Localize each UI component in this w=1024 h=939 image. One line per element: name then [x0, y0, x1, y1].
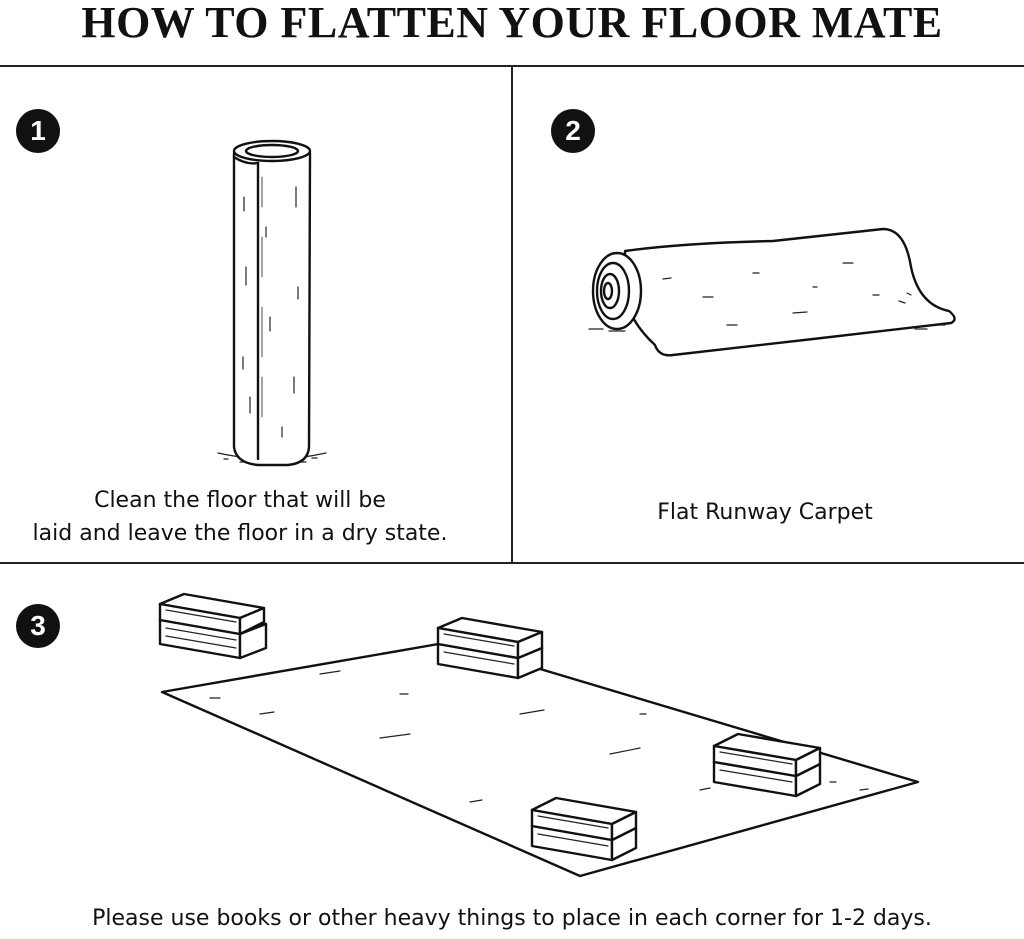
book-stack-right	[712, 732, 822, 798]
rolled-mat-upright-illustration	[217, 139, 327, 467]
step-1-badge: 1	[16, 109, 60, 153]
step-3-panel: 3	[0, 564, 1024, 939]
book-stack-top-center	[436, 616, 544, 680]
row-divider	[0, 562, 1024, 564]
step-3-caption: Please use books or other heavy things t…	[92, 906, 932, 931]
step-1-caption-line-1: Clean the floor that will be	[94, 488, 386, 513]
carpet-with-books-illustration	[158, 592, 920, 878]
partially-rolled-carpet-illustration	[588, 227, 956, 357]
step-2-panel: 2 Flat Runway Carpet	[513, 67, 1024, 562]
step-2-badge: 2	[551, 109, 595, 153]
step-1-caption-line-2: laid and leave the floor in a dry state.	[32, 521, 448, 546]
book-stack-top-left	[158, 592, 268, 660]
step-2-caption: Flat Runway Carpet	[657, 500, 873, 525]
book-stack-bottom	[530, 796, 638, 862]
step-3-badge: 3	[16, 604, 60, 648]
panel-divider-vertical	[511, 66, 513, 563]
step-1-caption: Clean the floor that will be laid and le…	[0, 484, 480, 550]
page-title: HOW TO FLATTEN YOUR FLOOR MATE	[81, 0, 943, 47]
step-1-panel: 1 Clean the floor that will be laid and …	[0, 67, 511, 562]
